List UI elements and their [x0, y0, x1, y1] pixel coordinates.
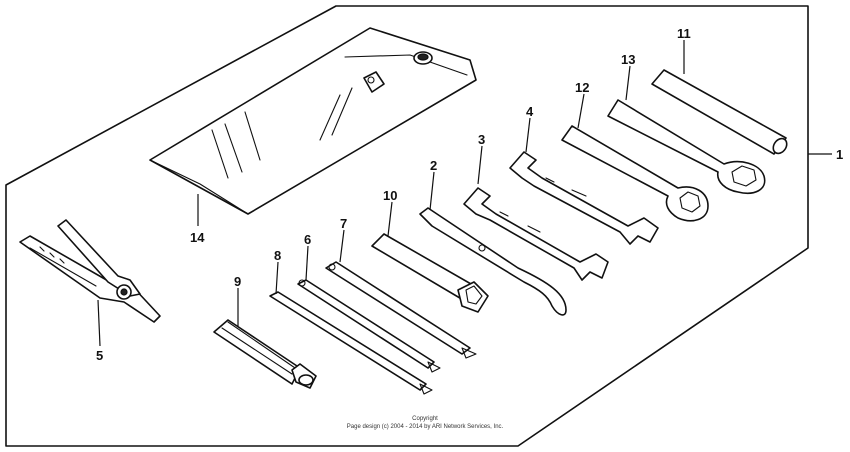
callout-3: 3: [478, 132, 485, 147]
callout-11: 11: [677, 26, 691, 41]
copyright-line-1: Copyright: [412, 416, 438, 422]
callout-5: 5: [96, 348, 103, 363]
callout-4: 4: [526, 104, 534, 119]
sleeve-part: [651, 69, 788, 155]
open-end-wrench-4-part: [509, 151, 659, 245]
leader-2: [429, 171, 435, 211]
copyright-line-2: Page design (c) 2004 - 2014 by ARI Netwo…: [347, 424, 504, 430]
screwdriver-8-part: [269, 291, 433, 395]
leader-4: [525, 117, 531, 153]
spark-plug-wrench-part: [371, 233, 489, 313]
pliers-part: [19, 219, 161, 323]
callout-13: 13: [621, 52, 635, 67]
hook-wrench-part: [419, 207, 567, 316]
callout-10: 10: [383, 188, 397, 203]
screwdriver-6-part: [297, 279, 441, 373]
callout-7: 7: [340, 216, 347, 231]
leader-6: [305, 245, 309, 281]
callout-2: 2: [430, 158, 437, 173]
callout-14: 14: [190, 230, 205, 245]
leader-12: [577, 93, 585, 129]
leader-13: [625, 65, 631, 101]
tool-bag-part: [149, 27, 477, 215]
box-wrench-12-part: [561, 125, 709, 222]
leader-8: [275, 261, 279, 295]
callout-6: 6: [304, 232, 311, 247]
leader-7: [339, 229, 345, 263]
open-end-wrench-3-part: [463, 187, 609, 281]
box-wrench-13-part: [607, 99, 766, 194]
leader-3: [477, 145, 483, 185]
callout-9: 9: [234, 274, 241, 289]
screwdriver-handle-part: [213, 319, 317, 389]
callout-12: 12: [575, 80, 589, 95]
kit-boundary: [5, 5, 809, 447]
callout-8: 8: [274, 248, 281, 263]
leader-5: [97, 299, 101, 347]
screwdriver-7-part: [325, 261, 477, 359]
leader-10: [387, 201, 393, 237]
callout-1: 1: [836, 147, 843, 162]
